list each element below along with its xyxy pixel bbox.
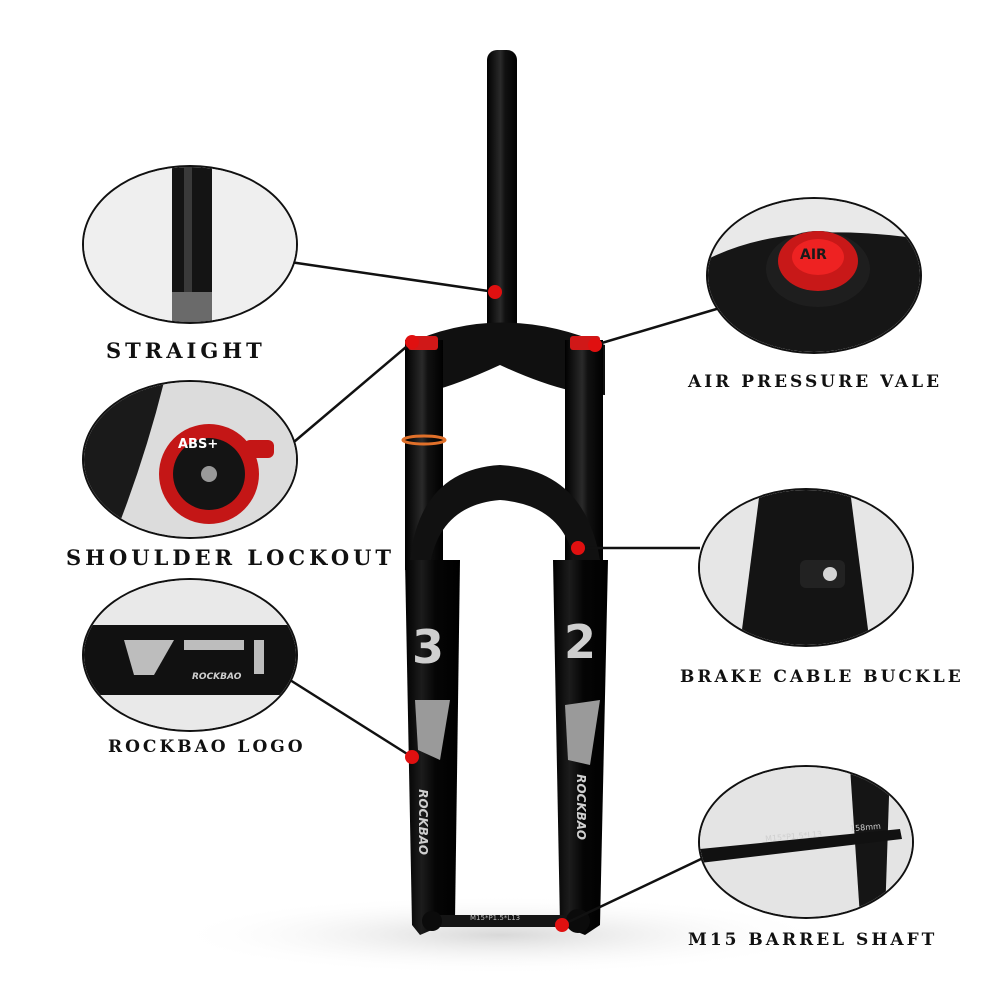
callout-straight: STRAIGHT bbox=[106, 338, 266, 363]
axle-print: M15*P1.5*L13 bbox=[470, 914, 521, 922]
air-cap-text: AIR bbox=[800, 247, 827, 263]
left-leg-number: 3 bbox=[411, 620, 444, 674]
callout-air-valve: AIR PRESSURE VALE bbox=[688, 372, 943, 392]
marker-logo bbox=[405, 750, 419, 764]
callout-logo: ROCKBAO LOGO bbox=[108, 737, 306, 757]
detail-circle-logo bbox=[82, 578, 298, 732]
marker-lockout bbox=[405, 335, 419, 349]
orange-o-ring bbox=[401, 434, 447, 446]
detail-circle-lockout bbox=[82, 380, 298, 539]
steerer-tube bbox=[487, 50, 517, 340]
marker-air bbox=[588, 338, 602, 352]
right-leg-number: 2 bbox=[563, 615, 596, 669]
axle bbox=[430, 915, 575, 927]
fork-arch bbox=[410, 465, 600, 565]
right-leg-brand: ROCKBAO bbox=[573, 774, 588, 840]
callout-shoulder-lockout: SHOULDER LOCKOUT bbox=[66, 545, 396, 570]
crown bbox=[405, 322, 605, 395]
detail-circle-straight bbox=[82, 165, 298, 324]
callout-brake-buckle: BRAKE CABLE BUCKLE bbox=[680, 667, 964, 687]
marker-brake bbox=[571, 541, 585, 555]
floor-shadow bbox=[170, 895, 830, 975]
marker-axle bbox=[555, 918, 569, 932]
logo-brand-text: ROCKBAO bbox=[192, 672, 242, 682]
callout-barrel-shaft: M15 BARREL SHAFT bbox=[688, 930, 938, 950]
lockout-badge-text: ABS+ bbox=[178, 437, 219, 452]
left-leg-brand: ROCKBAO bbox=[415, 789, 430, 855]
detail-circle-brake bbox=[698, 488, 914, 647]
detail-circle-air bbox=[706, 197, 922, 354]
detail-circle-axle bbox=[698, 765, 914, 919]
marker-straight bbox=[488, 285, 502, 299]
